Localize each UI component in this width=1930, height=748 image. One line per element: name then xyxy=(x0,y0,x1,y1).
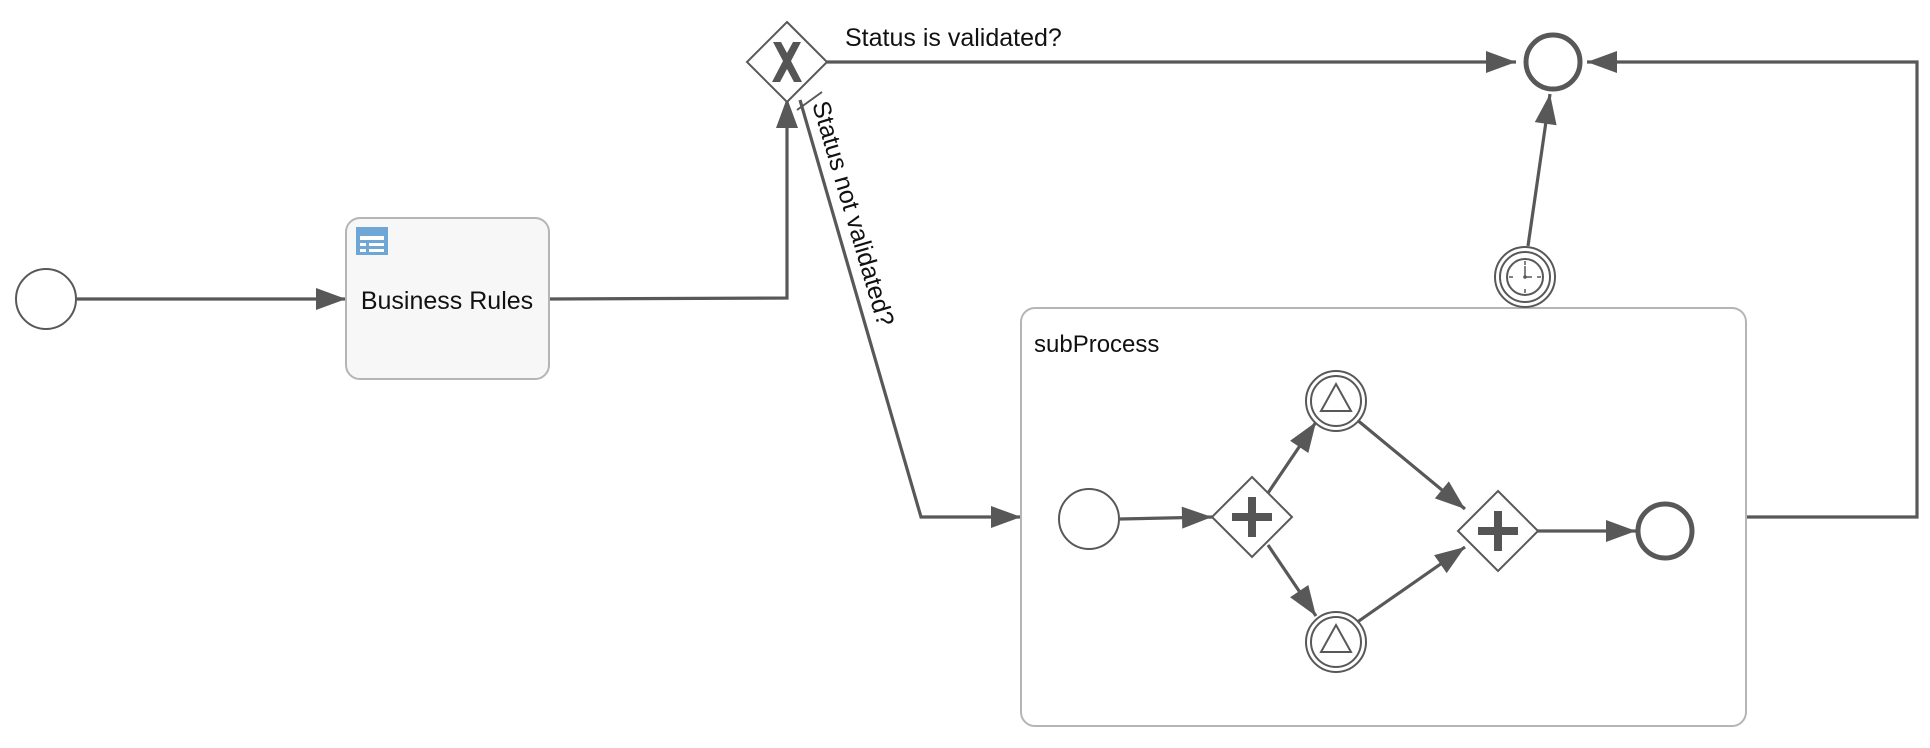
parallel-join-gateway[interactable] xyxy=(1456,489,1540,573)
flow-split-to-signal-bottom[interactable] xyxy=(1266,544,1318,617)
subprocess-label: subProcess xyxy=(1034,331,1159,358)
signal-triangle-icon xyxy=(1319,381,1353,412)
flow-timer-to-end[interactable] xyxy=(1526,93,1557,247)
signal-event-bottom[interactable] xyxy=(1305,611,1367,673)
signal-triangle-icon xyxy=(1319,622,1353,653)
subprocess[interactable]: subProcess xyxy=(1020,307,1747,727)
business-rules-task[interactable]: Business Rules xyxy=(345,217,550,380)
flow-subprocess-to-end[interactable] xyxy=(1587,51,1919,519)
flow-split-to-signal-top[interactable] xyxy=(1266,421,1318,494)
flow-sub-start-to-split[interactable] xyxy=(1119,506,1213,529)
start-event[interactable] xyxy=(15,268,77,330)
parallel-gateway-plus-icon xyxy=(1478,511,1518,551)
subprocess-start-event[interactable] xyxy=(1058,488,1120,550)
flow-label-validated: Status is validated? xyxy=(845,24,1062,52)
end-event[interactable] xyxy=(1523,32,1583,92)
exclusive-gateway[interactable] xyxy=(745,20,829,104)
timer-clock-icon xyxy=(1506,258,1544,296)
business-rules-label: Business Rules xyxy=(361,287,533,315)
signal-event-top[interactable] xyxy=(1305,370,1367,432)
flow-signal-top-to-join[interactable] xyxy=(1354,417,1467,511)
parallel-split-gateway[interactable] xyxy=(1210,475,1294,559)
flow-not-validated-to-subprocess[interactable] xyxy=(798,99,1021,528)
business-rule-table-icon xyxy=(356,227,388,255)
parallel-gateway-plus-icon xyxy=(1232,497,1272,537)
subprocess-end-event[interactable] xyxy=(1635,501,1695,561)
default-flow-marker xyxy=(796,91,823,111)
timer-boundary-event[interactable] xyxy=(1494,246,1556,308)
flow-signal-bottom-to-join[interactable] xyxy=(1355,545,1466,625)
flow-label-not-validated: Status not validated? xyxy=(806,98,899,330)
exclusive-gateway-x-icon xyxy=(772,42,802,82)
flow-business-rules-to-gateway[interactable] xyxy=(548,98,798,301)
